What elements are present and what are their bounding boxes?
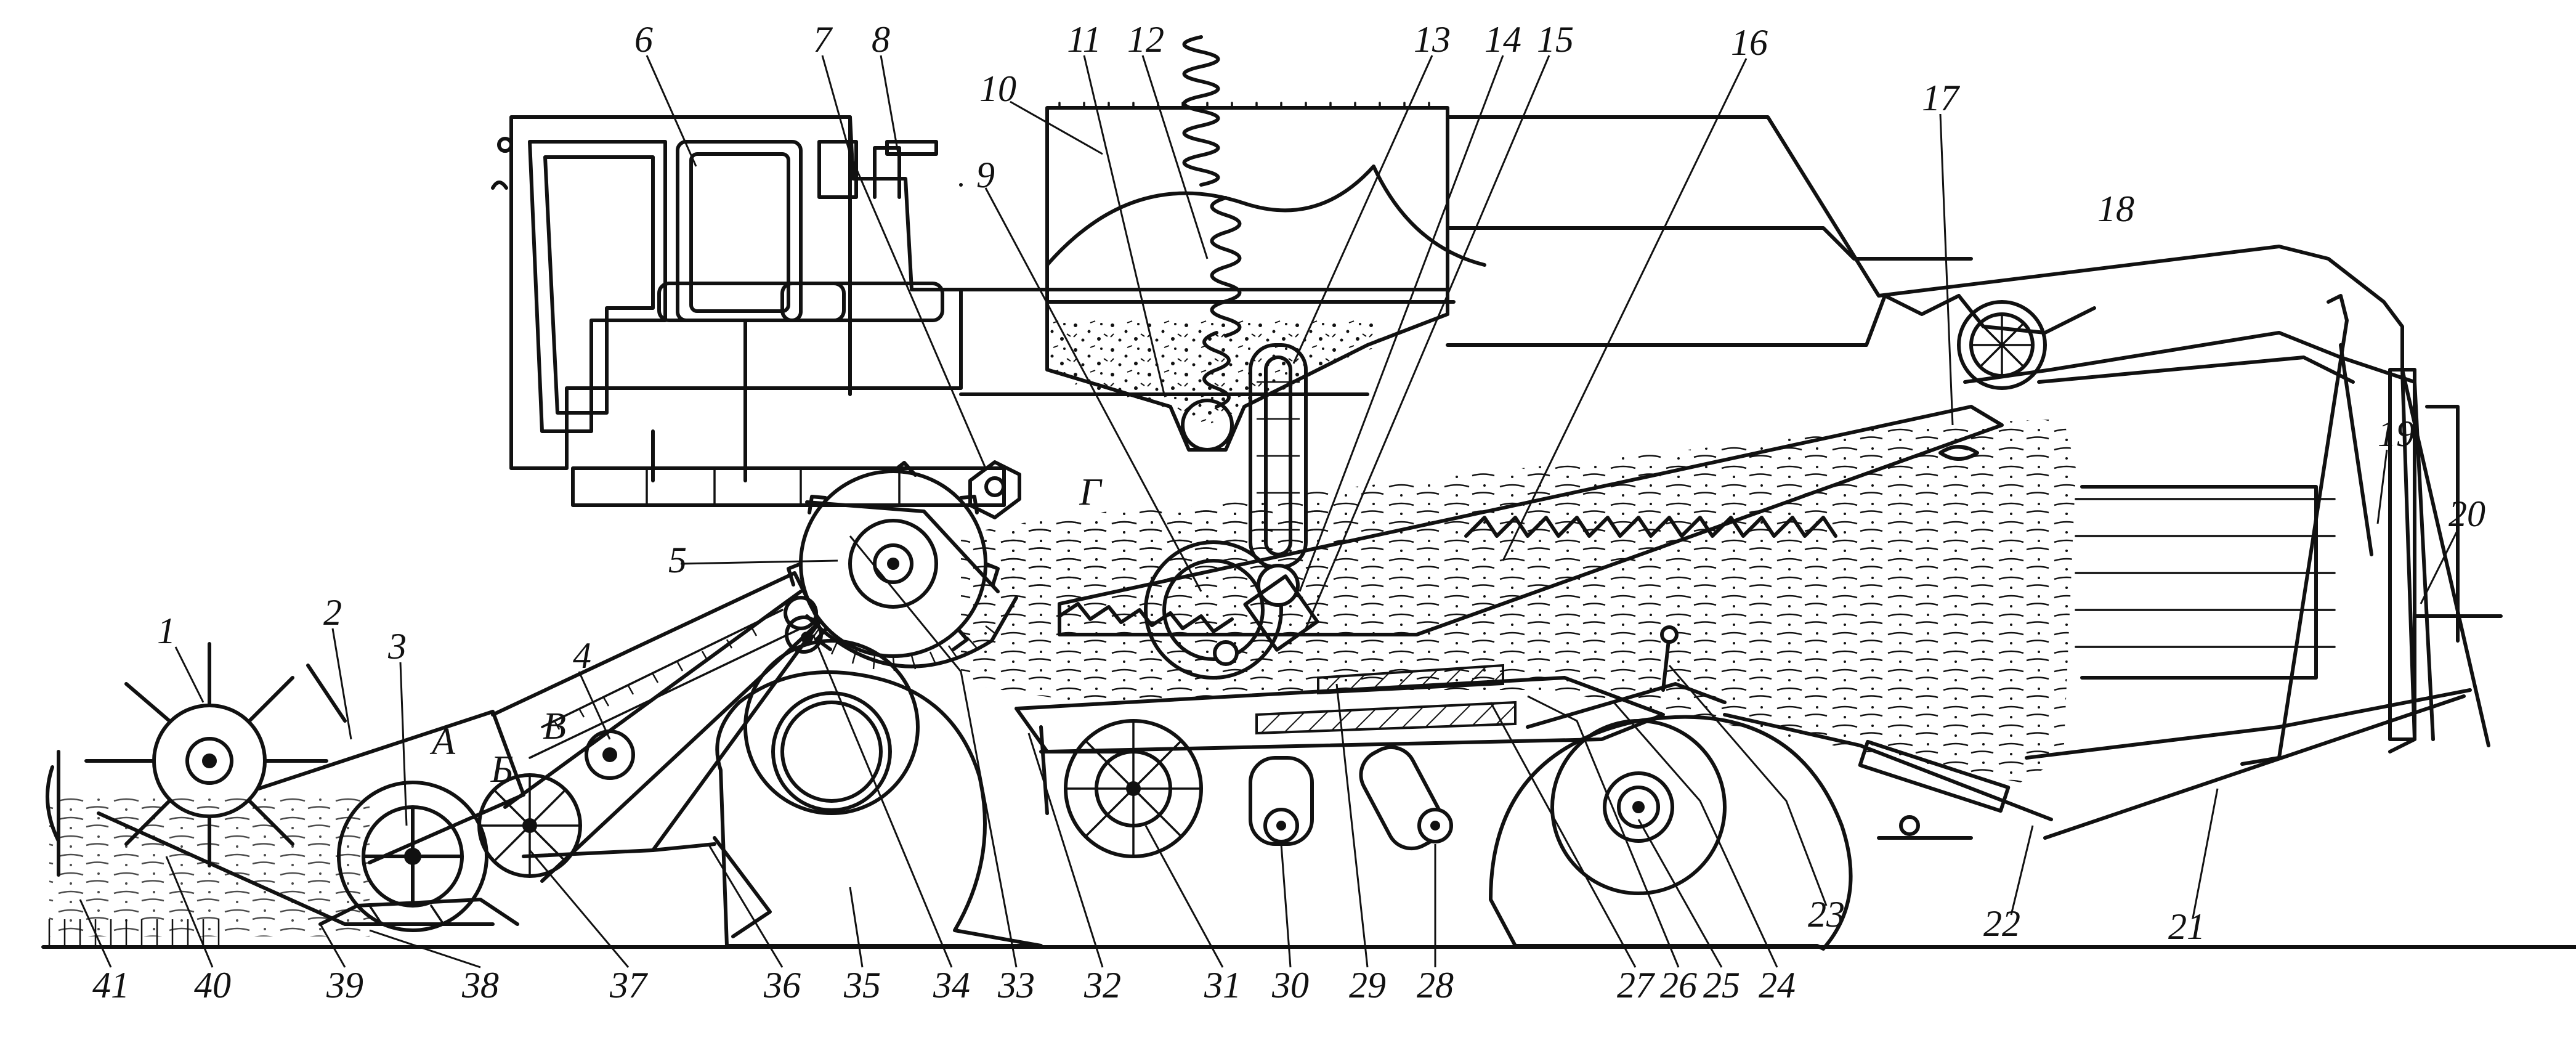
callout-30: 30	[1271, 965, 1309, 1005]
callout-34: 34	[933, 965, 970, 1005]
callout-4: 4	[573, 635, 591, 676]
reel	[84, 642, 328, 867]
zone-markers: А Б В Г	[429, 460, 1103, 790]
callout-10: 10	[979, 68, 1016, 109]
rear-wheel	[1489, 715, 1853, 951]
callout-14: 14	[1484, 19, 1521, 60]
callout-16: 16	[1731, 22, 1768, 63]
callout-labels: 1 2 3 4 5 6 7 8 9 10 11 12 13 14 15 16 1…	[92, 19, 2485, 1005]
callout-24: 24	[1759, 965, 1796, 1005]
callout-9: 9	[976, 155, 995, 195]
callout-31: 31	[1204, 965, 1241, 1005]
feeder-conveyor	[491, 571, 823, 883]
leader-lines	[79, 55, 2459, 969]
callout-21: 21	[2168, 906, 2205, 947]
zone-g: Г	[1079, 471, 1103, 513]
callout-40: 40	[194, 965, 231, 1005]
hex-nut-marker	[968, 460, 1021, 519]
callout-1: 1	[157, 611, 176, 651]
grain-auger	[1249, 756, 1314, 846]
callout-27: 27	[1617, 965, 1656, 1005]
callout-25: 25	[1703, 965, 1740, 1005]
callout-23: 23	[1808, 894, 1845, 935]
callout-18: 18	[2097, 189, 2134, 229]
auger	[337, 781, 488, 932]
rear-axle	[651, 713, 2053, 852]
callout-20: 20	[2448, 494, 2485, 534]
callout-41: 41	[92, 965, 129, 1005]
thresher-body	[959, 115, 2503, 840]
callout-32: 32	[1083, 965, 1121, 1005]
callout-39: 39	[326, 965, 363, 1005]
zone-b: Б	[490, 749, 514, 790]
callout-17: 17	[1922, 78, 1961, 118]
callout-36: 36	[763, 965, 801, 1005]
front-wheel	[713, 639, 1043, 948]
callout-22: 22	[1983, 903, 2020, 944]
callout-28: 28	[1417, 965, 1454, 1005]
cab	[491, 115, 1006, 507]
zone-v: В	[543, 705, 566, 747]
callout-35: 35	[843, 965, 881, 1005]
callout-38: 38	[461, 965, 499, 1005]
header-assembly	[46, 642, 582, 936]
callout-37: 37	[609, 965, 649, 1005]
callout-6: 6	[634, 19, 653, 60]
threshing-drum	[784, 183, 1355, 672]
callout-13: 13	[1414, 19, 1451, 60]
tailings-auger	[1359, 745, 1453, 851]
callout-12: 12	[1127, 19, 1164, 60]
callout-15: 15	[1537, 19, 1574, 60]
callout-33: 33	[997, 965, 1035, 1005]
callout-26: 26	[1660, 965, 1697, 1005]
callout-19: 19	[2378, 413, 2415, 454]
callout-29: 29	[1349, 965, 1386, 1005]
straw-walker	[961, 405, 2076, 782]
callout-11: 11	[1067, 19, 1101, 60]
callout-8: 8	[872, 19, 890, 60]
callout-2: 2	[323, 592, 342, 633]
callout-3: 3	[387, 626, 407, 667]
callout-5: 5	[668, 540, 687, 580]
callout-7: 7	[813, 19, 833, 60]
zone-a: А	[429, 721, 456, 763]
beater-drum	[1144, 540, 1319, 680]
fan	[1064, 719, 1203, 858]
feeder-beater	[477, 773, 582, 878]
